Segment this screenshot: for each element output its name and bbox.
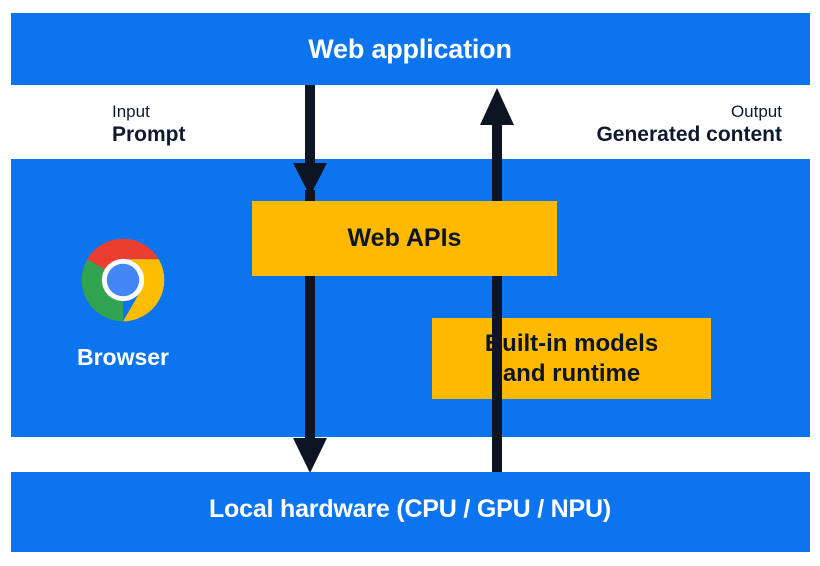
input-value-label: Prompt xyxy=(112,123,186,147)
band-web-application xyxy=(11,13,810,85)
input-kind-label: Input xyxy=(112,102,150,121)
input-label-group: Input Prompt xyxy=(112,101,186,149)
output-label-group: Output Generated content xyxy=(596,101,782,149)
chrome-logo-icon xyxy=(81,238,165,322)
builtin-models-label: Built-in models and runtime xyxy=(485,329,658,388)
output-arrow-path xyxy=(480,88,514,472)
builtin-models-box[interactable]: Built-in models and runtime xyxy=(432,318,711,399)
band-local-hardware xyxy=(11,472,810,552)
web-apis-box[interactable]: Web APIs xyxy=(252,201,557,276)
web-application-title: Web application xyxy=(308,34,512,64)
input-arrow-path xyxy=(293,85,327,473)
builtin-models-line1: Built-in models xyxy=(484,330,659,358)
output-kind-label: Output xyxy=(730,102,782,121)
output-value-label: Generated content xyxy=(596,123,782,147)
local-hardware-title: Local hardware (CPU / GPU / NPU) xyxy=(208,495,611,523)
builtin-models-line2: and runtime xyxy=(502,359,641,387)
browser-label: Browser xyxy=(76,344,170,370)
